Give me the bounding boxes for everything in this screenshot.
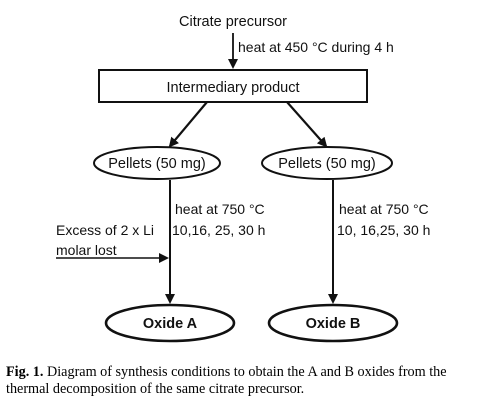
- figure-caption-label: Fig. 1.: [6, 364, 44, 380]
- pellets-left-label: Pellets (50 mg): [108, 156, 206, 172]
- pellets-right-label: Pellets (50 mg): [278, 156, 376, 172]
- left-times-label: 10,16, 25, 30 h: [172, 222, 265, 238]
- right-times-label: 10, 16,25, 30 h: [337, 222, 430, 238]
- oxide-b-label: Oxide B: [306, 316, 361, 332]
- intermediate-product-label: Intermediary product: [167, 80, 300, 96]
- oxide-a-label: Oxide A: [143, 316, 198, 332]
- excess-li-label: Excess of 2 x Li: [56, 222, 154, 238]
- figure-caption: Fig. 1. Diagram of synthesis conditions …: [6, 364, 492, 398]
- citrate-precursor-label: Citrate precursor: [179, 14, 287, 30]
- figure-caption-text: Diagram of synthesis conditions to obtai…: [6, 364, 447, 397]
- arrow-to-right-pellets: [286, 101, 328, 148]
- heat-450-label: heat at 450 °C during 4 h: [238, 39, 394, 55]
- intermediate-product-box: [98, 69, 368, 103]
- oxide-b-ellipse: [267, 303, 399, 343]
- right-heat-label: heat at 750 °C: [339, 201, 429, 217]
- left-heat-label: heat at 750 °C: [175, 201, 265, 217]
- arrow-to-left-pellets: [168, 101, 208, 148]
- molar-lost-label: molar lost: [56, 242, 117, 258]
- pellets-left-ellipse: [93, 146, 221, 180]
- oxide-a-ellipse: [104, 303, 236, 343]
- pellets-right-ellipse: [261, 146, 393, 180]
